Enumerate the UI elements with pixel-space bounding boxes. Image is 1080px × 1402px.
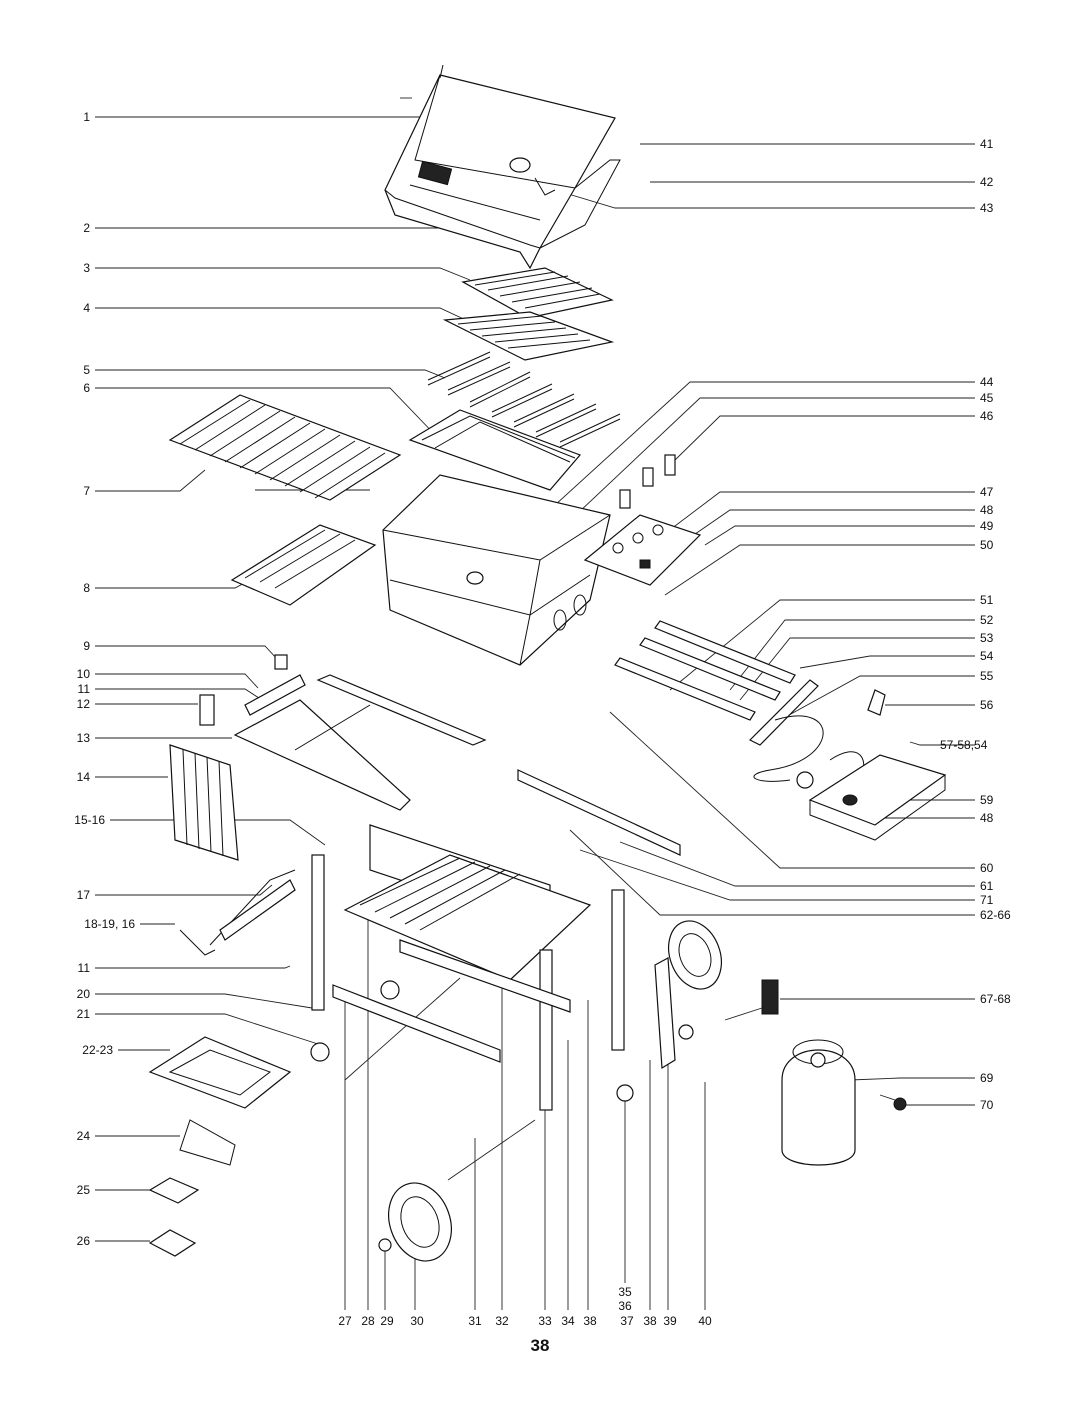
bracket-part [867, 689, 886, 716]
callout-46: 46 [980, 409, 994, 423]
callout-42: 42 [980, 175, 994, 189]
handle-assembly-part [179, 869, 296, 956]
callout-53: 53 [980, 631, 994, 645]
valve-part [879, 1094, 907, 1111]
callout-41: 41 [980, 137, 994, 151]
wheel-part [388, 920, 722, 1262]
callout-12: 12 [77, 697, 91, 711]
cart-frame-part [311, 769, 681, 1111]
callout-3: 3 [83, 261, 90, 275]
callout-48: 48 [980, 503, 994, 517]
callout-11: 11 [78, 682, 91, 696]
right-callouts: 41 42 43 44 45 46 47 48 49 50 51 52 53 5… [940, 137, 1011, 1112]
cookbox-part [382, 474, 611, 666]
callout-45: 45 [980, 391, 994, 405]
left-callouts: 1 2 3 4 5 6 7 8 9 10 11 12 13 14 15-16 1… [74, 110, 135, 1248]
callout-69: 69 [980, 1071, 994, 1085]
lid-part [384, 64, 621, 270]
callout-14: 14 [77, 770, 91, 784]
callout-56: 56 [980, 698, 994, 712]
callout-49: 49 [980, 519, 994, 533]
callout-20: 20 [77, 987, 91, 1001]
callout-54: 54 [980, 649, 994, 663]
callout-31: 31 [468, 1314, 482, 1328]
drip-tray-part [148, 1036, 292, 1109]
callout-4: 4 [83, 301, 90, 315]
callout-33: 33 [538, 1314, 552, 1328]
callout-60: 60 [980, 861, 994, 875]
heat-deflector-part [408, 409, 582, 491]
leader-lines [95, 116, 975, 1310]
callout-50: 50 [980, 538, 994, 552]
callout-25: 25 [77, 1183, 91, 1197]
callout-1: 1 [83, 110, 90, 124]
callout-43: 43 [980, 201, 994, 215]
callout-62-66: 62-66 [980, 908, 1011, 922]
propane-tank-part [781, 1039, 856, 1166]
callout-70: 70 [980, 1098, 994, 1112]
callout-36: 36 [618, 1299, 632, 1313]
callout-17: 17 [77, 888, 91, 902]
callout-22-23: 22-23 [82, 1043, 113, 1057]
callout-61: 61 [980, 879, 994, 893]
fuel-tray-part [808, 754, 947, 841]
catch-pan-part [230, 524, 377, 606]
callout-35: 35 [618, 1285, 632, 1299]
callout-32: 32 [495, 1314, 509, 1328]
callout-10: 10 [77, 667, 91, 681]
burner-tubes-part [614, 620, 819, 746]
callout-30: 30 [410, 1314, 424, 1328]
callout-26: 26 [77, 1234, 91, 1248]
regulator-part [724, 979, 779, 1021]
callout-5: 5 [83, 363, 90, 377]
callout-7: 7 [83, 484, 90, 498]
side-frame-part [233, 674, 487, 811]
door-panel-part [169, 744, 239, 861]
callout-18-19-16: 18-19, 16 [84, 917, 135, 931]
axle-bracket-part [616, 957, 694, 1102]
callout-67-68: 67-68 [980, 992, 1011, 1006]
briquette-grates-part [168, 394, 402, 501]
flavorizer-bars-part [427, 351, 621, 448]
callout-44: 44 [980, 375, 994, 389]
callout-24: 24 [77, 1129, 91, 1143]
callout-27: 27 [338, 1314, 352, 1328]
bottom-callouts: 27 28 29 30 31 32 33 34 38 35 36 37 38 3… [338, 1285, 712, 1328]
callout-9: 9 [83, 639, 90, 653]
gas-hose-part [753, 715, 865, 789]
callout-40: 40 [698, 1314, 712, 1328]
callout-8: 8 [83, 581, 90, 595]
callout-28: 28 [361, 1314, 375, 1328]
page-number: 38 [531, 1336, 550, 1355]
cooking-grate-part [442, 311, 615, 361]
drip-pan-holder-part [148, 1119, 236, 1257]
callout-52: 52 [980, 613, 994, 627]
callout-48b: 48 [980, 811, 994, 825]
callout-2: 2 [83, 221, 90, 235]
warming-rack-part [461, 267, 614, 319]
callout-39: 39 [663, 1314, 677, 1328]
callout-6: 6 [83, 381, 90, 395]
callout-13: 13 [77, 731, 91, 745]
callout-37: 37 [620, 1314, 634, 1328]
callout-38a: 38 [583, 1314, 597, 1328]
callout-57-58-54: 57-58,54 [940, 738, 988, 752]
callout-47: 47 [980, 485, 994, 499]
hinge-hardware-part [199, 654, 306, 726]
callout-55: 55 [980, 669, 994, 683]
callout-71: 71 [980, 893, 994, 907]
callout-21: 21 [77, 1007, 91, 1021]
callout-15-16: 15-16 [74, 813, 105, 827]
callout-38b: 38 [643, 1314, 657, 1328]
callout-29: 29 [380, 1314, 394, 1328]
callout-34: 34 [561, 1314, 575, 1328]
caster-part [310, 980, 400, 1252]
control-panel-part [583, 454, 702, 586]
callout-51: 51 [980, 593, 994, 607]
callout-59: 59 [980, 793, 994, 807]
callout-11b: 11 [78, 961, 91, 975]
